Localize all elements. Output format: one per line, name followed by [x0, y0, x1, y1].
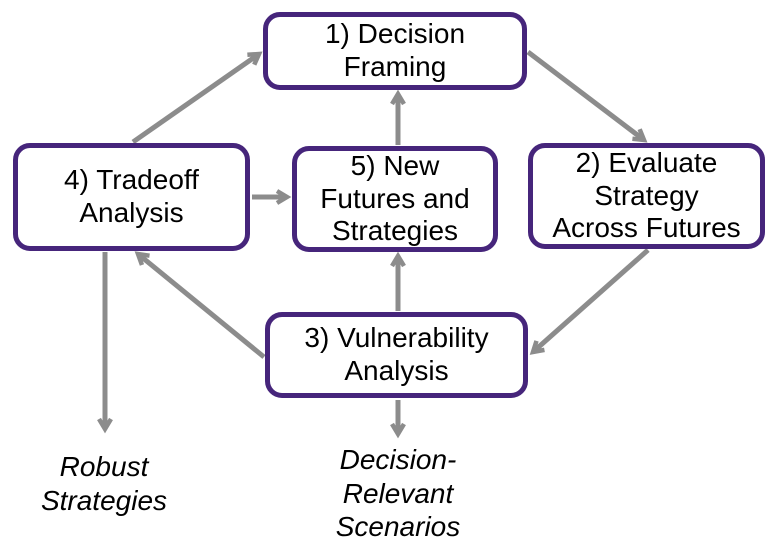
node-new-futures-strategies: 5) New Futures and Strategies	[292, 146, 498, 252]
arrow-framing-to-evaluate-icon	[526, 50, 648, 143]
arrow-tradeoff-to-framing-icon	[131, 51, 263, 145]
arrow-vulnerability-to-tradeoff-icon	[134, 251, 266, 359]
node-tradeoff-analysis: 4) Tradeoff Analysis	[13, 143, 250, 251]
output-decision-relevant-scenarios: Decision- Relevant Scenarios	[335, 444, 461, 543]
arrow-evaluate-to-vulnerability-icon	[529, 248, 650, 355]
output-robust-strategies: Robust Strategies	[40, 451, 168, 516]
node-evaluate-strategy: 2) Evaluate Strategy Across Futures	[528, 143, 765, 249]
node-vulnerability-analysis: 3) Vulnerability Analysis	[265, 312, 528, 398]
node-decision-framing: 1) Decision Framing	[263, 12, 527, 90]
